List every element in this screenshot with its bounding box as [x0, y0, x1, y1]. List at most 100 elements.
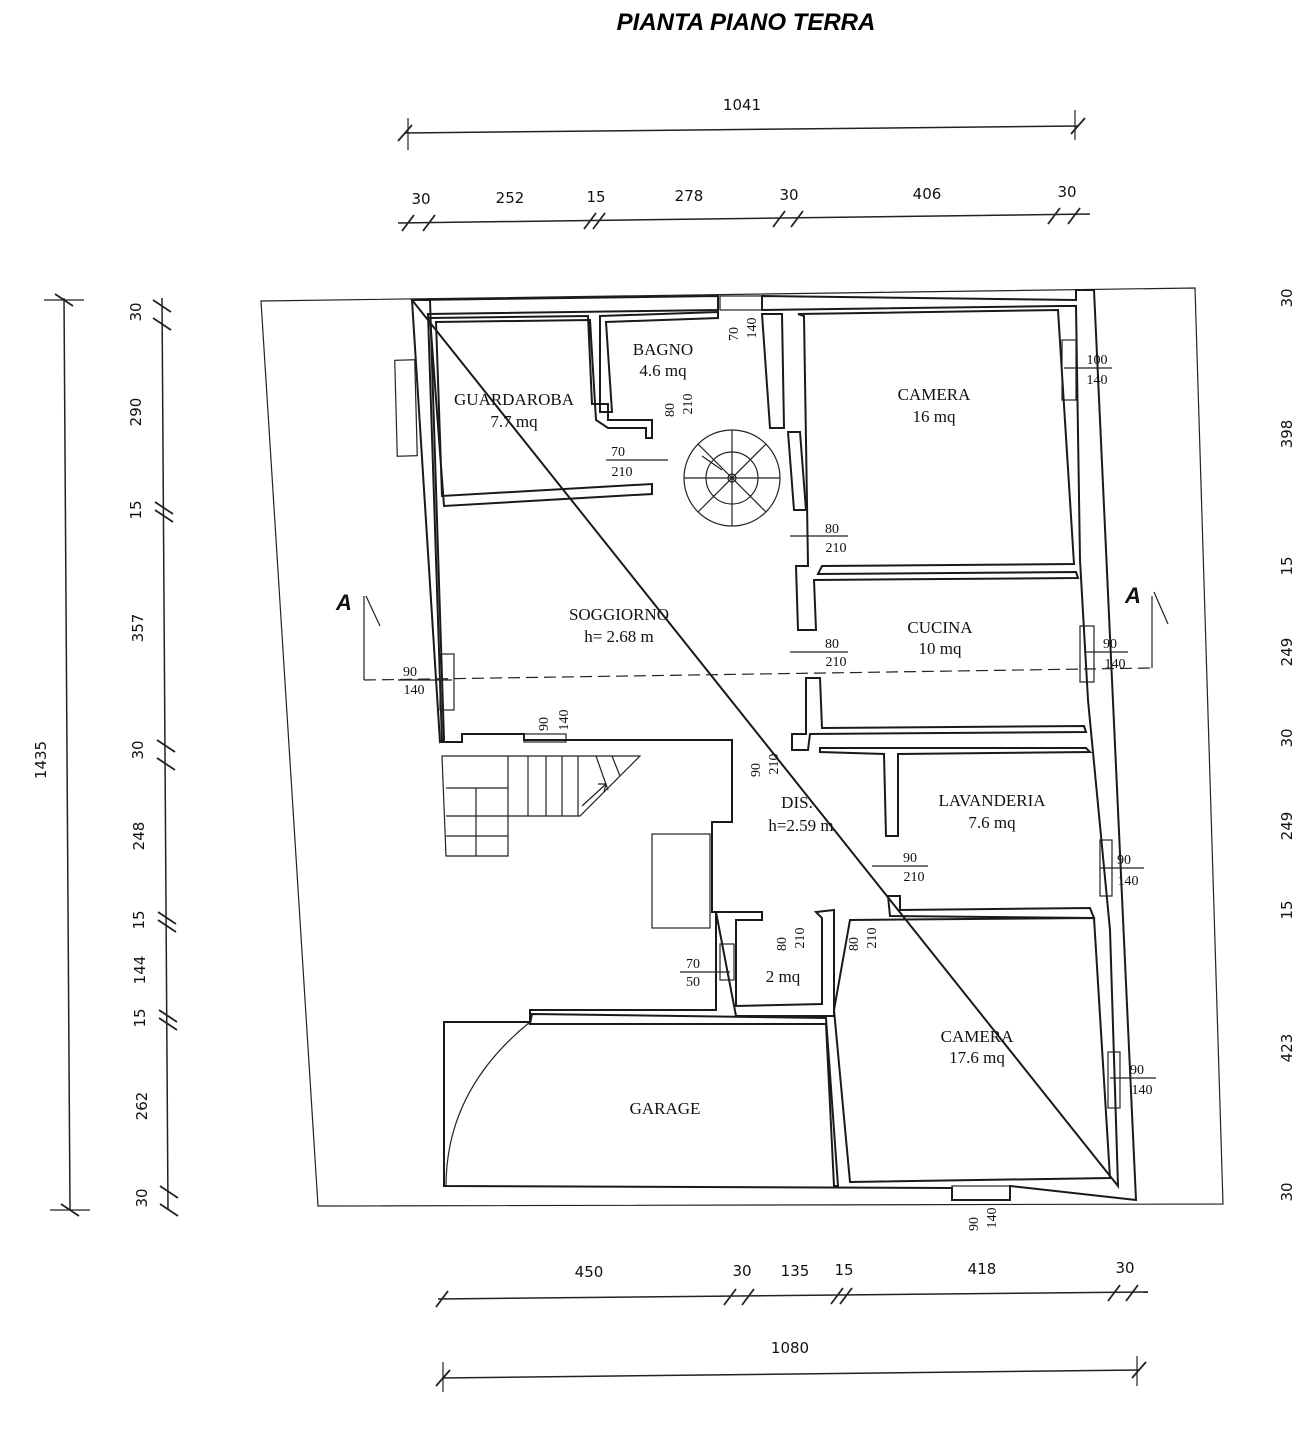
opening-width: 80 — [847, 937, 862, 951]
opening-width: 80 — [825, 637, 839, 652]
bottom-segment-label: 15 — [834, 1261, 853, 1279]
opening-width: 90 — [903, 851, 917, 866]
room-area: 2 mq — [766, 967, 801, 986]
bottom-segment-label: 135 — [781, 1262, 810, 1280]
room-area: 10 mq — [919, 639, 962, 658]
opening-width: 70 — [611, 445, 625, 460]
opening-width: 90 — [1103, 637, 1117, 652]
opening-height: 210 — [904, 870, 925, 885]
top-segment-label: 252 — [496, 189, 525, 207]
top-segment-label: 30 — [1057, 183, 1076, 201]
bottom-segment-label: 30 — [732, 1262, 751, 1280]
room-height: h= 2.68 m — [584, 627, 654, 646]
left-segment-label: 30 — [129, 740, 147, 759]
opening-width: 90 — [403, 665, 417, 680]
room-name: CAMERA — [898, 385, 971, 404]
opening-width: 90 — [749, 763, 764, 777]
room-name: GUARDAROBA — [454, 390, 575, 409]
room-name: CAMERA — [941, 1027, 1014, 1046]
room-name: GARAGE — [630, 1099, 701, 1118]
opening-guardaroba-door: 70 210 — [606, 445, 668, 480]
room-area: 4.6 mq — [639, 361, 687, 380]
opening-height: 210 — [612, 465, 633, 480]
opening-width: 90 — [1130, 1063, 1144, 1078]
top-total-dimension: 1041 — [397, 96, 1086, 150]
bottom-total-label: 1080 — [771, 1339, 809, 1357]
room-garage: GARAGE — [630, 1099, 701, 1118]
opening-height: 50 — [686, 975, 700, 990]
right-segment-label: 15 — [1278, 556, 1296, 575]
room-area: 7.7 mq — [490, 412, 538, 431]
opening-width: 80 — [825, 522, 839, 537]
opening-wc-window: 70 50 — [680, 957, 730, 990]
opening-lavanderia-door: 90 210 — [872, 851, 928, 885]
section-marker-right: A — [1124, 583, 1141, 608]
section-marker-left: A — [335, 590, 352, 615]
garage-door-swing — [445, 1021, 531, 1187]
opening-height: 140 — [1105, 657, 1126, 672]
opening-height: 140 — [557, 710, 572, 731]
opening-height: 140 — [1132, 1083, 1153, 1098]
opening-wc-door-a: 80 210 — [775, 928, 808, 952]
right-segment-label: 249 — [1278, 812, 1296, 841]
staircase — [441, 755, 711, 929]
opening-camera2-bottom-window: 90 140 — [967, 1208, 1000, 1232]
opening-height: 210 — [793, 928, 808, 949]
opening-cucina-door: 80 210 — [790, 637, 848, 670]
right-segment-label: 249 — [1278, 638, 1296, 667]
left-segment-label: 262 — [133, 1092, 151, 1121]
room-dis: DIS. h=2.59 m — [768, 793, 833, 835]
opening-height: 140 — [404, 683, 425, 698]
right-segment-label: 30 — [1278, 728, 1296, 747]
left-segment-label: 30 — [133, 1188, 151, 1207]
left-segment-label: 30 — [127, 302, 145, 321]
left-segment-label: 15 — [131, 1008, 149, 1027]
opening-dis-door: 90 210 — [749, 754, 782, 778]
opening-wc-door-b: 80 210 — [847, 928, 880, 952]
left-segment-dimensions: 30 290 15 357 30 248 15 144 15 262 30 — [127, 297, 179, 1217]
right-segment-label: 423 — [1278, 1034, 1296, 1063]
opening-width: 90 — [537, 717, 552, 731]
room-area: 16 mq — [913, 407, 956, 426]
bottom-segment-dimensions: 450 30 135 15 418 30 — [435, 1259, 1149, 1308]
right-segment-label: 30 — [1278, 288, 1296, 307]
room-name: CUCINA — [907, 618, 973, 637]
exterior-pillar — [394, 359, 418, 457]
right-segment-label: 30 — [1278, 1182, 1296, 1201]
opening-cucina-window: 90 140 — [1084, 637, 1128, 672]
room-cucina: CUCINA 10 mq — [907, 618, 973, 658]
opening-soggiorno-window: 90 140 — [398, 665, 452, 698]
opening-bagno-door: 80 210 — [663, 394, 696, 418]
opening-width: 90 — [1117, 853, 1131, 868]
opening-height: 210 — [681, 394, 696, 415]
section-line: A A — [335, 583, 1169, 681]
opening-width: 80 — [663, 403, 678, 417]
room-wc: 2 mq — [766, 967, 801, 986]
opening-width: 70 — [727, 327, 742, 341]
room-camera-1: CAMERA 16 mq — [898, 385, 971, 426]
left-segment-label: 144 — [131, 956, 149, 985]
left-segment-label: 357 — [129, 614, 147, 643]
opening-stair-window: 90 140 — [537, 710, 572, 732]
opening-height: 140 — [745, 318, 760, 339]
room-lavanderia: LAVANDERIA 7.6 mq — [938, 791, 1046, 832]
top-total-label: 1041 — [723, 96, 761, 114]
left-total-dimension: 1435 — [32, 293, 90, 1217]
right-segment-label: 15 — [1278, 900, 1296, 919]
room-camera-2: CAMERA 17.6 mq — [941, 1027, 1014, 1067]
opening-width: 100 — [1087, 353, 1108, 368]
opening-width: 90 — [967, 1217, 982, 1231]
bottom-segment-label: 450 — [575, 1263, 604, 1281]
opening-height: 140 — [1087, 373, 1108, 388]
building-walls — [409, 289, 1138, 1202]
plan-title: PIANTA PIANO TERRA — [617, 9, 876, 36]
opening-lavanderia-window: 90 140 — [1100, 853, 1144, 889]
left-segment-label: 15 — [130, 910, 148, 929]
top-segment-label: 30 — [411, 190, 430, 208]
room-name: DIS. — [781, 793, 813, 812]
opening-height: 140 — [985, 1208, 1000, 1229]
left-total-label: 1435 — [32, 741, 50, 779]
bottom-segment-label: 418 — [968, 1260, 997, 1278]
opening-height: 140 — [1118, 874, 1139, 889]
